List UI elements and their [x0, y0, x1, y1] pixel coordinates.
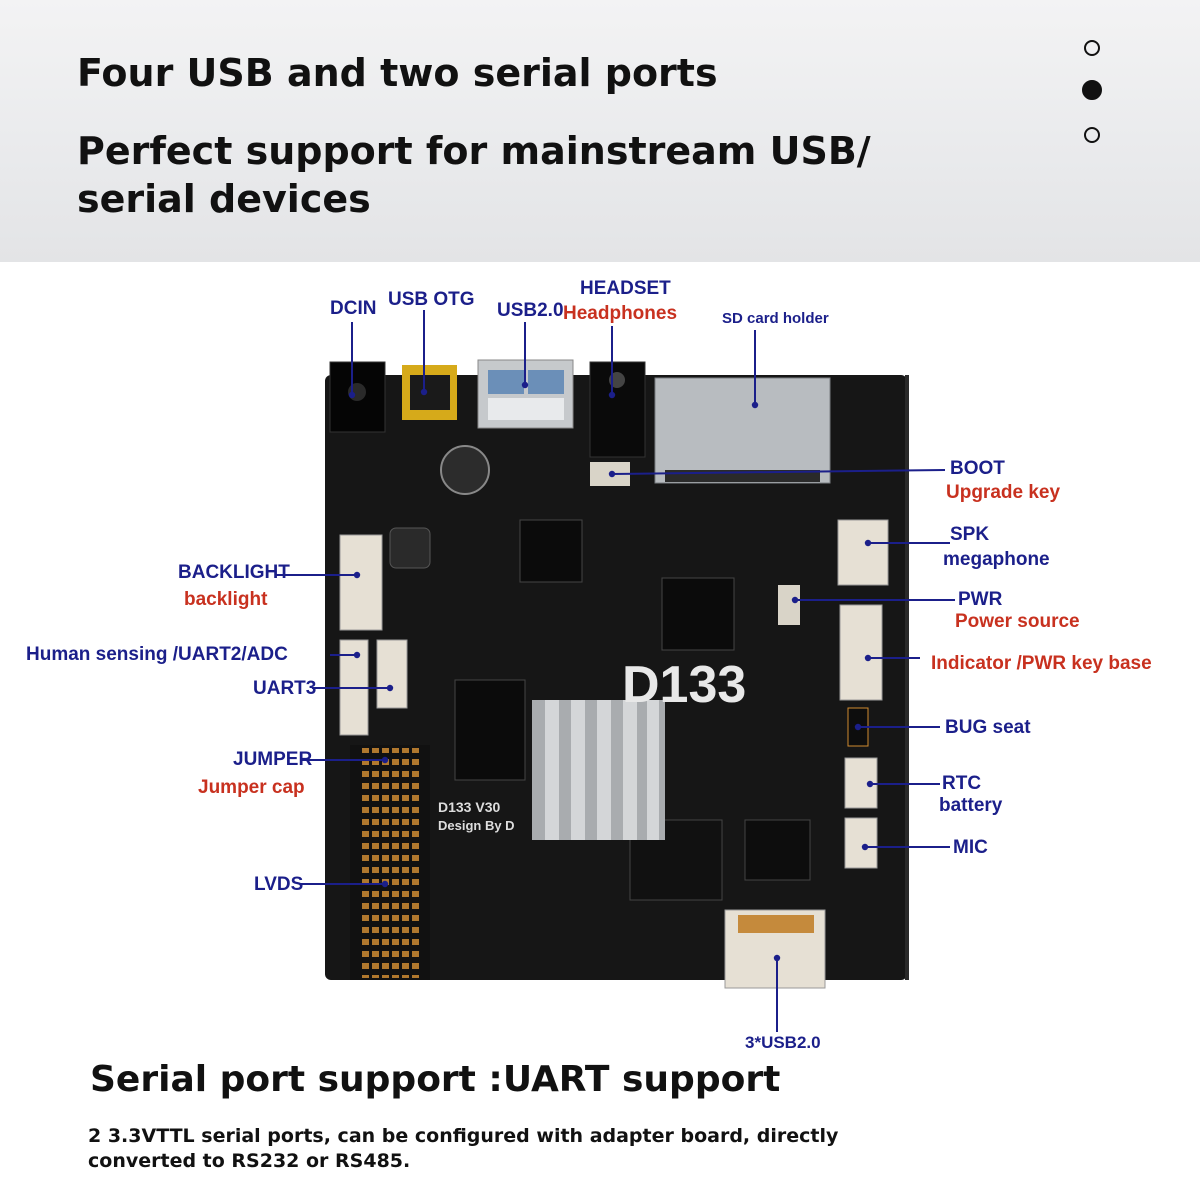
chip-small	[744, 819, 811, 881]
mic-connector	[844, 817, 878, 869]
pager-dot-3[interactable]	[1084, 127, 1100, 143]
silkscreen-design: Design By D	[438, 818, 515, 833]
headline-line-1: Four USB and two serial ports	[77, 51, 718, 95]
pwr-switch	[778, 585, 800, 625]
inductor	[389, 527, 431, 569]
label-backlight: backlight	[184, 589, 268, 610]
label-lvds: LVDS	[254, 874, 304, 895]
indicator-connector	[839, 604, 883, 701]
silkscreen-d133: D133	[622, 656, 746, 714]
label-indicator: Indicator /PWR key base	[931, 653, 1152, 674]
chip-audio	[661, 577, 735, 651]
backlight-connector	[339, 534, 383, 631]
label-battery: battery	[939, 795, 1003, 816]
label-dcin: DCIN	[330, 298, 377, 319]
uart3-connector	[376, 639, 408, 709]
label-megaphone: megaphone	[943, 549, 1050, 570]
label-headset: HEADSET	[580, 278, 671, 299]
header-banner	[0, 0, 1200, 262]
label-backlight-en: BACKLIGHT	[178, 562, 290, 583]
spk-connector	[837, 519, 889, 586]
footer-title: Serial port support :UART support	[90, 1059, 781, 1100]
label-pwr: PWR	[958, 589, 1003, 610]
label-headphones: Headphones	[563, 303, 678, 324]
chip-memory	[454, 679, 526, 781]
label-uart3: UART3	[253, 678, 317, 699]
label-usb-otg: USB OTG	[388, 289, 475, 310]
label-usb3: 3*USB2.0	[745, 1033, 821, 1052]
label-usb20: USB2.0	[497, 300, 564, 321]
pager-dot-2-active[interactable]	[1082, 80, 1102, 100]
sd-card-holder	[654, 377, 831, 484]
label-spk: SPK	[950, 524, 990, 545]
label-upgrade-key: Upgrade key	[946, 482, 1061, 503]
label-power-source: Power source	[955, 611, 1080, 632]
headline-line-2: Perfect support for mainstream USB/	[77, 129, 871, 173]
label-sd-card: SD card holder	[722, 310, 829, 327]
footer-description: 2 3.3VTTL serial ports, can be configure…	[88, 1125, 839, 1172]
pager-dot-1[interactable]	[1084, 40, 1100, 56]
label-rtc: RTC	[942, 773, 982, 794]
label-jumper-cap: Jumper cap	[198, 777, 305, 798]
label-mic: MIC	[953, 837, 988, 858]
chip-usb-hub	[519, 519, 583, 583]
label-jumper: JUMPER	[233, 749, 313, 770]
capacitor	[440, 445, 490, 495]
silkscreen-version: D133 V30	[438, 799, 500, 815]
label-human-sensing: Human sensing /UART2/ADC	[26, 644, 288, 665]
label-boot: BOOT	[950, 458, 1005, 479]
headline-line-3: serial devices	[77, 177, 371, 221]
label-bug-seat: BUG seat	[945, 717, 1031, 738]
